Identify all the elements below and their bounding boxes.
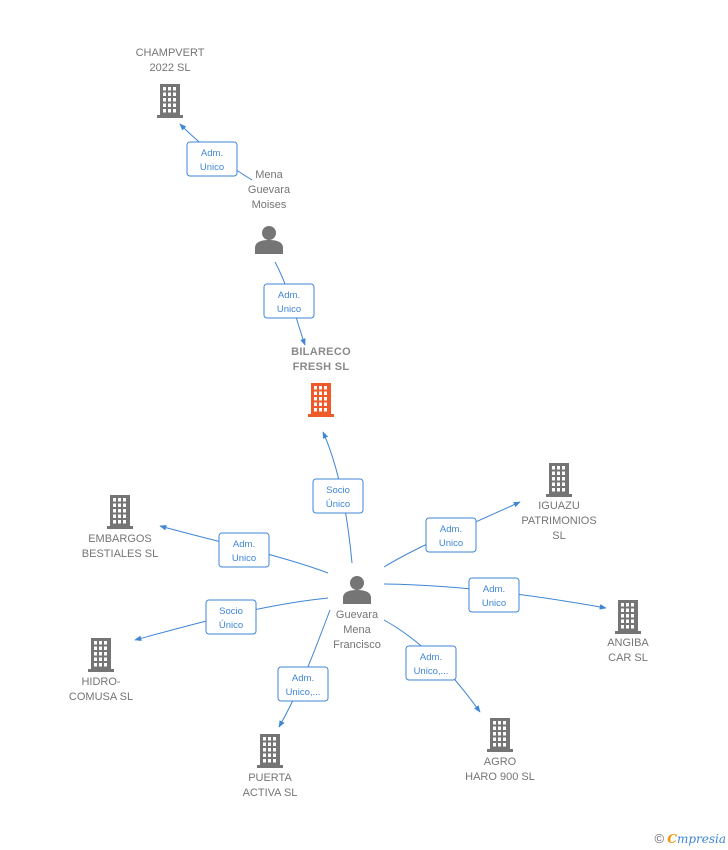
relation-label[interactable]: Adm. Unico [425,517,477,553]
node-label-line: SL [552,530,565,542]
copyright-symbol: © [654,831,665,846]
node-label-line: Mena [343,624,371,636]
relation-label-line: Socio [219,606,243,617]
building-icon [546,463,572,497]
relation-label[interactable]: Adm. Unico [186,141,238,177]
edge-guevara-angiba: Adm. Unico [383,577,607,613]
company-node-champvert[interactable]: CHAMPVERT 2022 SL [136,47,205,118]
building-icon [107,495,133,529]
building-icon [487,718,513,752]
brand-logo-initial: C [667,832,677,846]
company-node-bilareco[interactable]: BILARECO FRESH SL [291,346,351,417]
company-node-hidro[interactable]: HIDRO- COMUSA SL [69,638,133,703]
relation-label-line: Unico [482,598,506,609]
company-node-puerta[interactable]: PUERTA ACTIVA SL [243,734,298,799]
relation-label-line: Adm. [233,539,255,550]
relation-label[interactable]: Adm. Unico,... [405,645,457,681]
node-label-line: COMUSA SL [69,691,133,703]
relation-label[interactable]: Adm. Unico [468,577,520,613]
relation-label-line: Unico [277,304,301,315]
building-icon [88,638,114,672]
edge-guevara-embargos: Adm. Unico [159,525,329,574]
brand-logo-text: mpresia [676,832,726,846]
relation-label-line: Unico,... [286,687,321,698]
node-label-line: ACTIVA SL [243,787,298,799]
relation-label-line: Unico,... [414,666,449,677]
edge-guevara-iguazu: Adm. Unico [383,501,521,568]
node-label-line: Guevara [336,609,379,621]
edge-guevara-agro: Adm. Unico,... [383,619,481,713]
node-label-line: CHAMPVERT [136,47,205,59]
building-icon [157,84,183,118]
footer-brand: © Cmpresia [654,831,726,846]
node-label-line: Moises [252,199,287,211]
node-label-line: BILARECO [291,346,351,358]
relation-label-line: Adm. [278,290,300,301]
node-label-line: Mena [255,169,283,181]
relation-label-line: Socio [326,485,350,496]
company-node-iguazu[interactable]: IGUAZU PATRIMONIOS SL [521,463,597,542]
node-label-line: BESTIALES SL [82,548,158,560]
building-icon [257,734,283,768]
relation-label[interactable]: Adm. Unico [218,532,270,568]
node-label-line: FRESH SL [293,361,350,373]
node-label-line: IGUAZU [538,500,580,512]
node-label-line: PATRIMONIOS [521,515,596,527]
node-label-line: PUERTA [248,772,292,784]
edges-layer: Adm.UnicoAdm.UnicoSocioÚnicoAdm.UnicoAdm… [134,123,607,728]
relation-label-line: Único [219,620,243,631]
relation-label-line: Adm. [201,148,223,159]
node-label-line: ANGIBA [607,637,649,649]
person-icon [255,226,283,254]
relation-label-line: Adm. [292,673,314,684]
edge-mena-bilareco: Adm. Unico [263,261,315,346]
node-label-line: Guevara [248,184,291,196]
building-icon [615,600,641,634]
relation-label-line: Unico [200,162,224,173]
relation-label[interactable]: Adm. Unico,... [277,666,329,702]
relation-label[interactable]: Adm. Unico [263,283,315,319]
relation-label-line: Único [326,499,350,510]
node-label-line: HIDRO- [81,676,120,688]
node-label-line: CAR SL [608,652,648,664]
company-node-angiba[interactable]: ANGIBA CAR SL [607,600,649,664]
relation-label-line: Unico [439,538,463,549]
person-icon [343,576,371,604]
node-label-line: HARO 900 SL [465,771,535,783]
node-label-line: Francisco [333,639,381,651]
building-icon [308,383,334,417]
relation-label-line: Adm. [420,652,442,663]
relation-label-line: Unico [232,553,256,564]
edge-mena-champvert: Adm. Unico [179,123,253,181]
edge-guevara-puerta: Adm. Unico,... [277,609,331,728]
node-label-line: AGRO [484,756,517,768]
node-label-line: 2022 SL [150,62,191,74]
relation-label-line: Adm. [483,584,505,595]
relation-label-line: Adm. [440,524,462,535]
company-node-embargos[interactable]: EMBARGOS BESTIALES SL [82,495,158,560]
node-label-line: EMBARGOS [88,533,152,545]
company-node-agro[interactable]: AGRO HARO 900 SL [465,718,535,783]
